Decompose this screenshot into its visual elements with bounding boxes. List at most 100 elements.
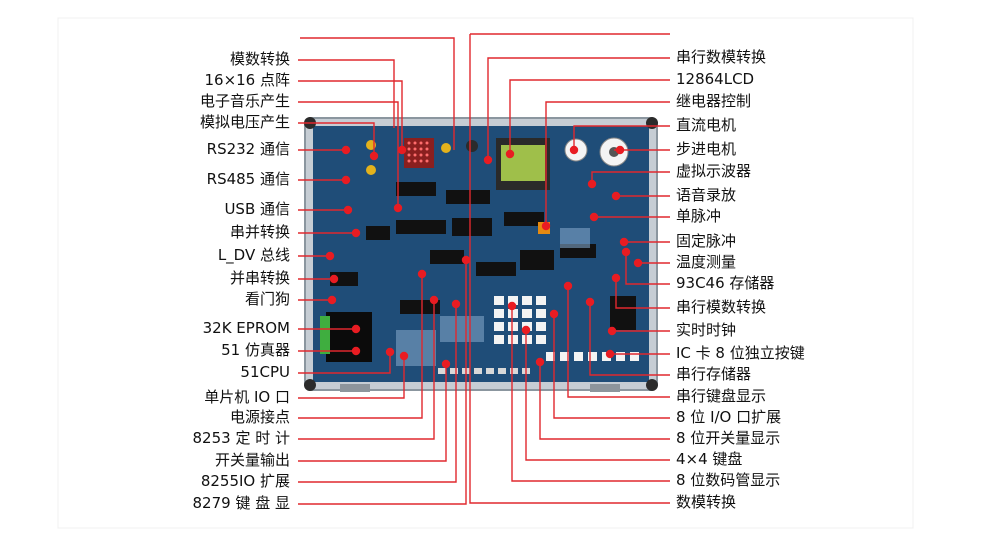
corner-bolt xyxy=(304,379,316,391)
leader-line-right xyxy=(615,278,670,309)
callout-dots xyxy=(325,145,643,369)
leader-line-right xyxy=(525,330,670,461)
callout-dot-left xyxy=(369,151,379,161)
zif-lever xyxy=(320,316,330,354)
callout-label-left: 8255IO 扩展 xyxy=(200,472,290,490)
callout-dot-right xyxy=(505,149,515,159)
callout-label-right: 固定脉冲 xyxy=(676,232,737,250)
board-foot xyxy=(340,384,370,392)
potentiometer xyxy=(366,165,376,175)
callout-label-right: 数模转换 xyxy=(676,493,737,511)
leader-line-left xyxy=(298,364,447,462)
callout-label-right: 实时时钟 xyxy=(676,321,737,339)
callout-label-right: 串行数模转换 xyxy=(676,48,767,66)
leader-line-right xyxy=(539,362,670,440)
callout-dot-right xyxy=(615,145,625,155)
callout-dot-right xyxy=(563,281,573,291)
buzzer xyxy=(466,140,478,152)
leader-line-left xyxy=(298,260,467,505)
corner-bolt xyxy=(646,117,658,129)
experiment-board xyxy=(304,117,658,392)
callout-label-left: 51 仿真器 xyxy=(221,341,290,359)
callout-dot-right xyxy=(541,221,551,231)
callout-dot-right xyxy=(549,309,559,319)
callout-label-right: 单脉冲 xyxy=(676,207,722,225)
callout-label-left: RS232 通信 xyxy=(206,140,290,158)
leader-line-right xyxy=(511,306,670,482)
callout-label-left: 模拟电压产生 xyxy=(199,113,290,131)
callout-label-right: 直流电机 xyxy=(676,116,737,134)
callout-label-left: L_DV 总线 xyxy=(217,246,290,264)
leader-line-left xyxy=(298,101,399,208)
callout-label-left: 单片机 IO 口 xyxy=(204,388,290,406)
leader-line-left xyxy=(298,274,423,419)
leader-line-right xyxy=(509,79,670,154)
callout-dot-right xyxy=(621,247,631,257)
potentiometer xyxy=(441,143,451,153)
leader-line-left xyxy=(298,356,405,399)
callout-label-right: 步进电机 xyxy=(676,140,737,158)
callout-dot-right xyxy=(587,179,597,189)
leader-line-left xyxy=(298,352,391,374)
leader-line-left xyxy=(298,80,403,150)
callout-dot-left xyxy=(429,295,439,305)
callout-dot-right xyxy=(521,325,531,335)
callout-label-left: 并串转换 xyxy=(229,269,290,287)
callout-dot-left xyxy=(351,324,361,334)
leader-line-right xyxy=(553,314,670,419)
corner-bolt xyxy=(646,379,658,391)
leader-line-right xyxy=(487,57,670,160)
lcd-screen xyxy=(501,145,545,181)
callout-label-left: USB 通信 xyxy=(224,200,290,218)
leader-line-right xyxy=(567,286,670,398)
callout-label-right: 虚拟示波器 xyxy=(676,162,752,180)
board-foot xyxy=(590,384,620,392)
callout-label-left: 电子音乐产生 xyxy=(199,92,290,110)
callout-label-left: 51CPU xyxy=(240,363,290,381)
callout-dot-left xyxy=(417,269,427,279)
leader-line-right xyxy=(469,34,670,504)
callout-label-right: 继电器控制 xyxy=(676,92,752,110)
leader-line-right xyxy=(589,302,670,376)
callout-dot-left xyxy=(341,145,351,155)
callout-dot-right xyxy=(619,237,629,247)
leader-line-right xyxy=(625,252,670,285)
callout-dot-left xyxy=(397,145,407,155)
callout-dot-right xyxy=(611,191,621,201)
callout-label-right: 12864LCD xyxy=(676,70,755,88)
callout-dot-left xyxy=(385,347,395,357)
callout-label-right: IC 卡 8 位独立按键 xyxy=(676,344,805,362)
callout-dot-left xyxy=(393,203,403,213)
callout-dot-right xyxy=(607,326,617,336)
callout-dot-right xyxy=(535,357,545,367)
leader-line-left xyxy=(298,59,395,128)
callout-dot-right xyxy=(605,349,615,359)
leader-lines xyxy=(298,33,670,505)
callout-dot-right xyxy=(483,155,493,165)
callout-label-left: 开关量输出 xyxy=(214,451,290,469)
callout-label-left: 16×16 点阵 xyxy=(204,71,290,89)
callout-dot-left xyxy=(351,346,361,356)
callout-dot-left xyxy=(451,299,461,309)
callout-label-right: 串行键盘显示 xyxy=(676,387,767,405)
callout-dot-left xyxy=(441,359,451,369)
leader-line-right xyxy=(545,101,670,226)
leader-line-left xyxy=(298,304,457,483)
callout-label-left: 8253 定 时 计 xyxy=(192,429,290,447)
callout-label-left: 32K EPROM xyxy=(202,319,290,337)
callout-label-right: 语音录放 xyxy=(676,186,737,204)
callout-dot-right xyxy=(589,212,599,222)
callout-label-right: 串行存储器 xyxy=(676,365,752,383)
callout-dot-right xyxy=(585,297,595,307)
callout-label-left: RS485 通信 xyxy=(206,170,290,188)
callout-label-right: 串行模数转换 xyxy=(676,298,767,316)
callout-dot-left xyxy=(461,255,471,265)
leader-line-left xyxy=(298,122,375,156)
callout-label-left: 看门狗 xyxy=(244,290,290,308)
callout-label-right: 8 位数码管显示 xyxy=(676,471,781,489)
callout-dot-left xyxy=(351,228,361,238)
callout-label-left: 串并转换 xyxy=(229,223,290,241)
callout-label-right: 93C46 存储器 xyxy=(676,274,775,292)
callout-label-right: 4×4 键盘 xyxy=(676,450,743,468)
